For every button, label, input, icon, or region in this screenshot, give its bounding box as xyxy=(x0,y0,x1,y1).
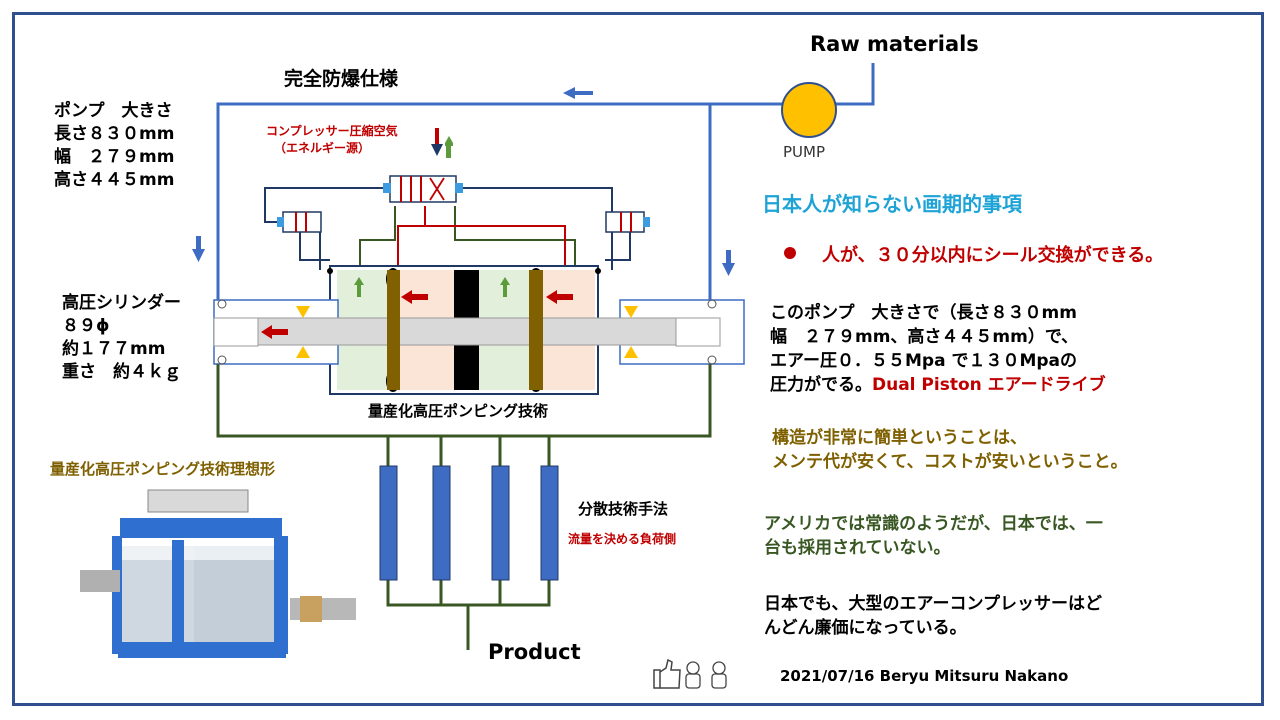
flow-arrows xyxy=(261,290,573,339)
dual-piston-text: Dual Piston エアードライブ xyxy=(872,375,1106,395)
right-heading: 日本人が知らない画期的事項 xyxy=(762,192,1022,216)
footer-credit: 2021/07/16 Beryu Mitsuru Nakano xyxy=(780,667,1069,685)
cylinder-specs: 高圧シリンダー ８９ϕ 約１７７mm 重さ 約４ｋｇ xyxy=(62,292,181,384)
compressor-label: コンプレッサー圧縮空気 xyxy=(266,124,398,138)
main-valve xyxy=(383,175,463,203)
spec-line: 重さ 約４ｋｇ xyxy=(62,362,181,382)
structure-paragraph: 構造が非常に簡単ということは、 メンテ代が安くて、コストが安いということ。 xyxy=(772,426,1128,474)
raw-materials-label: Raw materials xyxy=(810,32,979,56)
piston-rod xyxy=(257,317,677,346)
spec-line: 幅 ２７９mm xyxy=(54,147,175,167)
spec-line: 約１７７mm xyxy=(62,339,166,359)
pilot-valve-left xyxy=(277,211,322,233)
bullet-dot xyxy=(784,247,796,259)
flow-down-arrow-left xyxy=(196,236,201,250)
exhaust-arrow xyxy=(443,136,453,146)
spec-line: ポンプ 大きさ xyxy=(54,101,173,121)
para-line: このポンプ 大きさで（長さ８３０mm xyxy=(770,303,1077,323)
distribution-label: 分散技術手法 xyxy=(578,500,669,518)
restrictors xyxy=(379,465,559,581)
para-line: 幅 ２７９mm、高さ４４５mm）で、 xyxy=(770,327,1079,347)
slide-border xyxy=(12,12,1264,706)
para-text: 圧力がでる。 xyxy=(770,375,872,395)
para-line: エアー圧０．５５Mpa で１３０Mpaの xyxy=(770,351,1078,371)
compressor-paragraph: 日本でも、大型のエアーコンプレッサーはど んどん廉価になっている。 xyxy=(764,592,1102,640)
pump-size-specs: ポンプ 大きさ 長さ８３０mm 幅 ２７９mm 高さ４４５mm xyxy=(54,100,174,192)
lucky-cat-icon xyxy=(685,661,701,689)
para-line: 日本でも、大型のエアーコンプレッサーはど xyxy=(764,594,1102,614)
para-line: 台も採用されていない。 xyxy=(764,538,951,558)
seal-bullet-text: 人が、３０分以内にシール交換ができる。 xyxy=(822,245,1164,266)
flow-label: 流量を決める負荷側 xyxy=(568,532,677,546)
para-line: 圧力がでる。Dual Piston エアードライブ xyxy=(770,373,1106,397)
para-line: んどん廉価になっている。 xyxy=(764,618,967,638)
america-paragraph: アメリカでは常識のようだが、日本では、一 台も採用されていない。 xyxy=(764,512,1103,560)
spec-line: 長さ８３０mm xyxy=(54,124,175,144)
spec-line: ８９ϕ xyxy=(62,316,110,336)
pump-body-caption: 量産化高圧ポンピング技術 xyxy=(368,402,549,420)
para-line: 構造が非常に簡単ということは、 xyxy=(772,428,1027,448)
pilot-valve-right xyxy=(605,211,650,233)
pump-circle xyxy=(781,82,837,138)
spec-line: 高圧シリンダー xyxy=(62,293,181,313)
para-line: メンテ代が安くて、コストが安いということ。 xyxy=(772,452,1128,472)
pump-label: PUMP xyxy=(783,143,826,161)
compressor-sub-label: （エネルギー源） xyxy=(274,141,371,155)
flow-left-arrow xyxy=(563,87,593,99)
para-line: アメリカでは常識のようだが、日本では、一 xyxy=(764,514,1103,534)
spec-line: 高さ４４５mm xyxy=(54,170,175,190)
product-label: Product xyxy=(488,640,581,664)
photo-caption: 量産化高圧ポンピング技術理想形 xyxy=(50,460,276,478)
thumbs-up-icon xyxy=(653,658,681,689)
feed-pipe xyxy=(216,63,875,300)
pump-photo xyxy=(80,489,356,658)
flow-down-arrow-right xyxy=(726,250,731,264)
outlet-manifold xyxy=(216,364,712,650)
page-title: 完全防爆仕様 xyxy=(284,68,399,90)
lucky-cat-icon xyxy=(711,661,727,689)
pump-spec-paragraph: このポンプ 大きさで（長さ８３０mm 幅 ２７９mm、高さ４４５mm）で、 エア… xyxy=(770,301,1106,397)
